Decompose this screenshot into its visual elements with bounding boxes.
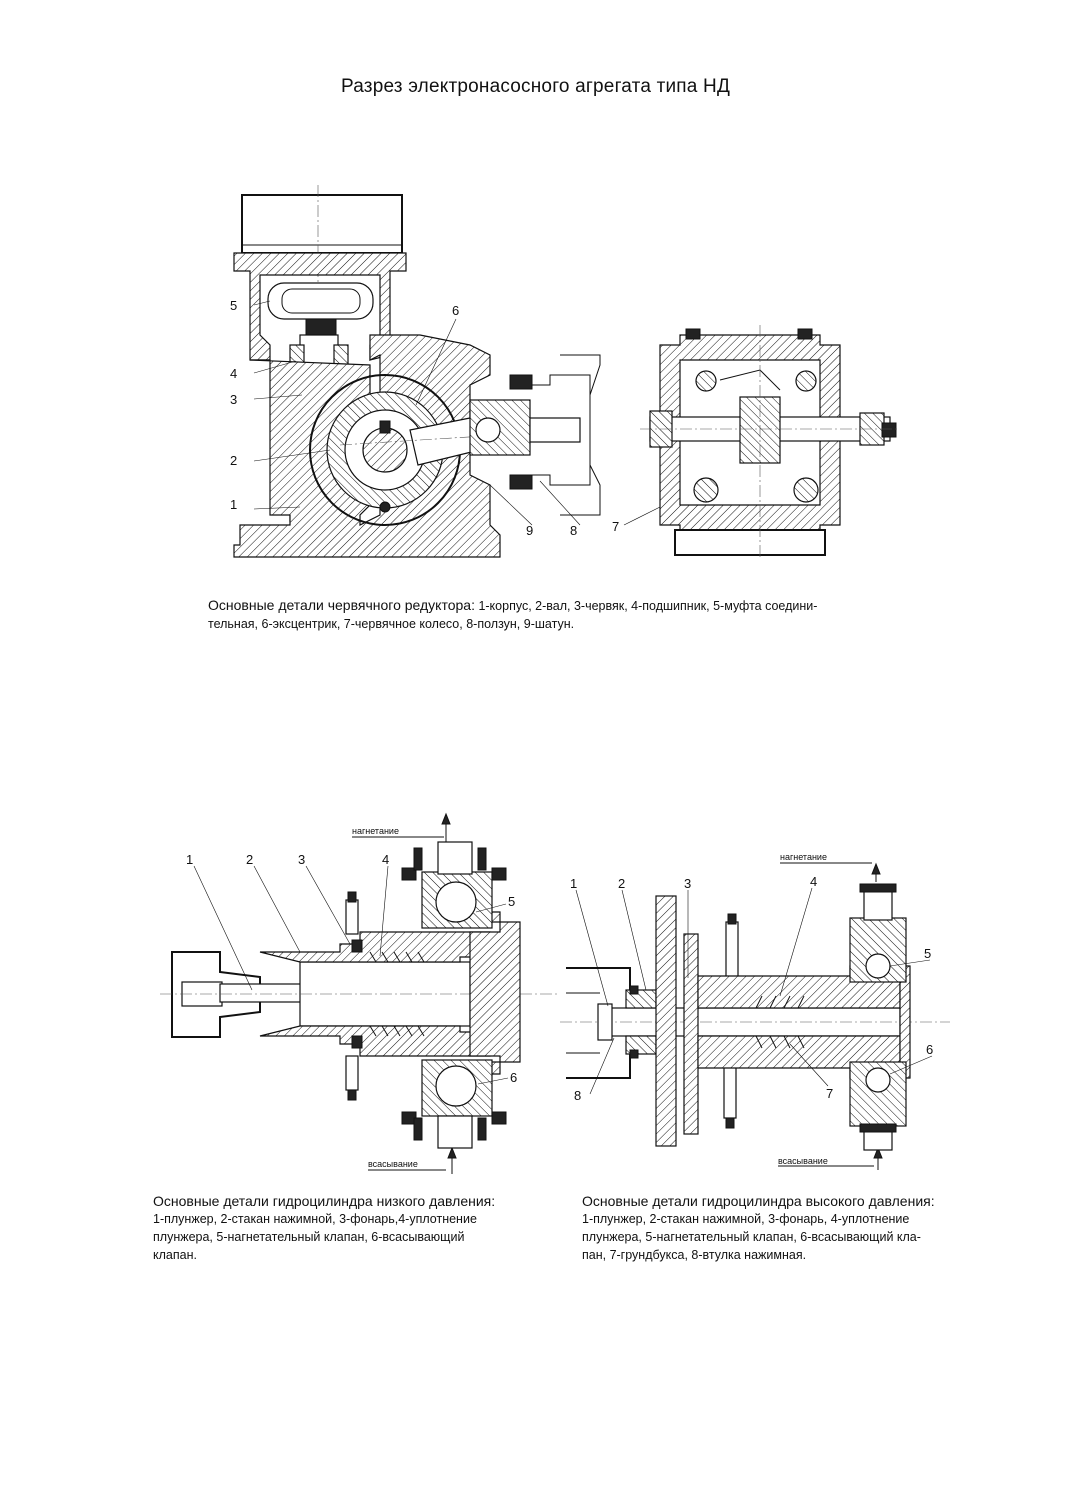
callout-1: 1 bbox=[230, 497, 237, 512]
flow-in-label: всасывание bbox=[778, 1156, 828, 1166]
low-pressure-caption: Основные детали гидроцилиндра низкого да… bbox=[153, 1192, 563, 1264]
callout-4: 4 bbox=[382, 852, 389, 867]
callout-1: 1 bbox=[570, 876, 577, 891]
flow-out-label: нагнетание bbox=[780, 852, 827, 862]
caption-text: 1-плунжер, 2-стакан нажимной, 3-фонарь,4… bbox=[153, 1212, 477, 1262]
callout-7: 7 bbox=[826, 1086, 833, 1101]
caption-text: 1-корпус, 2-вал, 3-червяк, 4-подшипник, … bbox=[208, 599, 818, 631]
worm-reducer-drawing: 5 4 3 2 1 6 9 8 bbox=[220, 185, 900, 575]
caption-text: 1-плунжер, 2-стакан нажимной, 3-фонарь, … bbox=[582, 1212, 921, 1262]
worm-reducer-caption: Основные детали червячного редуктора: 1-… bbox=[208, 596, 928, 633]
flow-in-label: всасывание bbox=[368, 1159, 418, 1169]
callout-6: 6 bbox=[926, 1042, 933, 1057]
callout-8: 8 bbox=[574, 1088, 581, 1103]
callout-6: 6 bbox=[452, 303, 459, 318]
worm-wheel-side-view: 7 bbox=[612, 325, 900, 560]
callout-6: 6 bbox=[510, 1070, 517, 1085]
high-pressure-cylinder-drawing: нагнетание всасывание bbox=[560, 848, 950, 1178]
callout-4: 4 bbox=[230, 366, 237, 381]
caption-lead: Основные детали червячного редуктора: bbox=[208, 597, 475, 613]
callout-2: 2 bbox=[230, 453, 237, 468]
flow-out-label: нагнетание bbox=[352, 826, 399, 836]
callout-1: 1 bbox=[186, 852, 193, 867]
callout-5: 5 bbox=[508, 894, 515, 909]
caption-lead: Основные детали гидроцилиндра низкого да… bbox=[153, 1193, 496, 1209]
high-pressure-caption: Основные детали гидроцилиндра высокого д… bbox=[582, 1192, 1002, 1264]
callout-3: 3 bbox=[684, 876, 691, 891]
caption-lead: Основные детали гидроцилиндра высокого д… bbox=[582, 1193, 935, 1209]
low-pressure-cylinder-drawing: нагнетание всасывание bbox=[160, 812, 560, 1177]
callout-4: 4 bbox=[810, 874, 817, 889]
callout-2: 2 bbox=[246, 852, 253, 867]
page-title: Разрез электронасосного агрегата типа НД bbox=[340, 76, 731, 97]
callout-2: 2 bbox=[618, 876, 625, 891]
callout-9: 9 bbox=[526, 523, 533, 538]
callout-7: 7 bbox=[612, 519, 619, 534]
callout-5: 5 bbox=[924, 946, 931, 961]
callout-3: 3 bbox=[298, 852, 305, 867]
callout-5: 5 bbox=[230, 298, 237, 313]
callout-3: 3 bbox=[230, 392, 237, 407]
callout-8: 8 bbox=[570, 523, 577, 538]
